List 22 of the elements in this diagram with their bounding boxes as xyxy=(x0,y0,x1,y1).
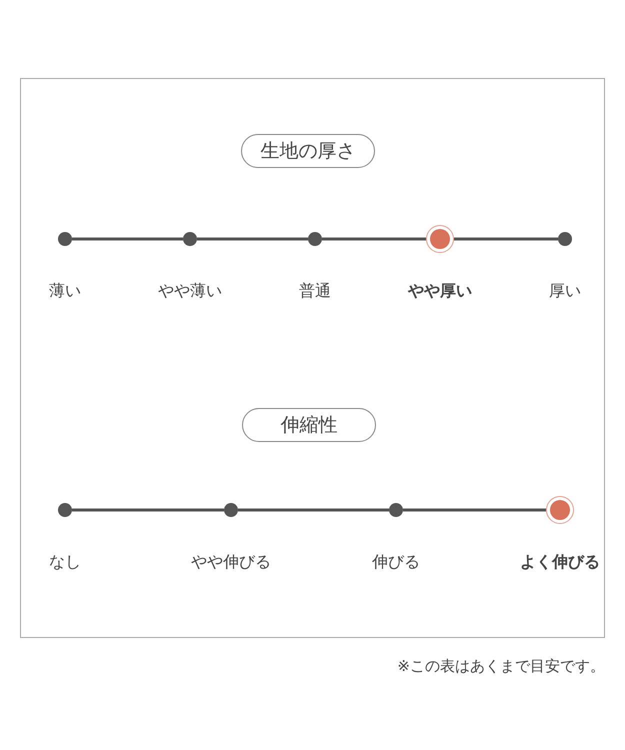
scale-label: 普通 xyxy=(299,283,331,299)
scale-label: やや伸びる xyxy=(191,554,271,570)
scale-line xyxy=(322,238,426,240)
scale-label: よく伸びる xyxy=(520,554,600,570)
scale-line xyxy=(197,238,308,240)
scale-line xyxy=(72,238,183,240)
scale-label: なし xyxy=(49,554,81,570)
scale-label: やや薄い xyxy=(158,283,222,299)
scale-line xyxy=(454,238,558,240)
scale-line xyxy=(403,508,546,512)
scale-line xyxy=(72,508,224,512)
selected-marker xyxy=(546,496,574,524)
scale-label: やや厚い xyxy=(408,283,472,299)
scale-label: 伸びる xyxy=(372,554,420,570)
scale-label: 厚い xyxy=(549,283,581,299)
chart-frame xyxy=(20,78,605,638)
category-pill: 伸縮性 xyxy=(242,408,376,442)
scale-label: 薄い xyxy=(49,283,81,299)
footnote: ※この表はあくまで目安です。 xyxy=(397,656,605,677)
selected-marker xyxy=(426,225,454,253)
scale-line xyxy=(238,508,389,512)
category-pill: 生地の厚さ xyxy=(241,134,375,168)
